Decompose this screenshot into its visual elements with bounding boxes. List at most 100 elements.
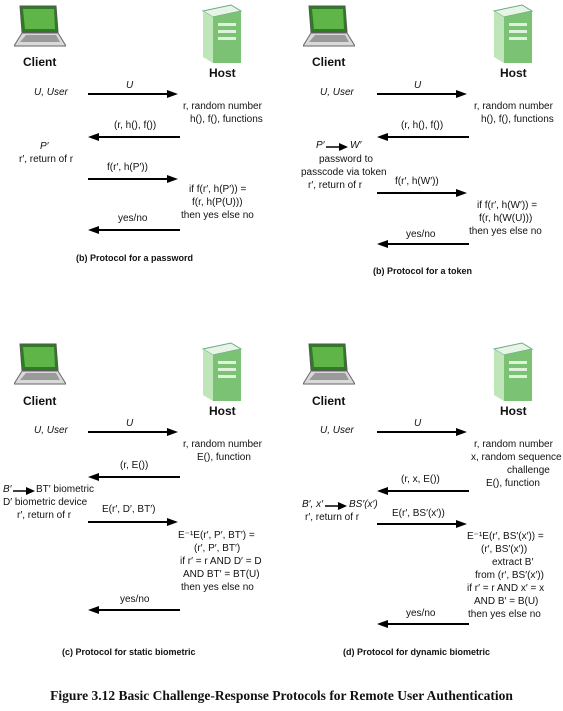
- server-icon: [492, 342, 534, 401]
- msg-response: E(r′, D′, BT′): [102, 504, 156, 515]
- client-return-r: r′, return of r: [308, 180, 363, 191]
- panel-dynamic-biometric: Client Host U, User B′, x′ BS′(x′) r′, r…: [281, 338, 562, 668]
- host-check-2: (r′, BS′(x′)): [481, 544, 528, 555]
- laptop-icon: [303, 343, 355, 385]
- panel-password: Client Host U, User P′ r′, return of r r…: [0, 0, 281, 330]
- host-check-3: extract B′: [492, 557, 534, 568]
- laptop-icon: [14, 343, 66, 385]
- client-return-r: r′, return of r: [17, 510, 72, 521]
- msg-challenge: (r, E()): [120, 460, 149, 471]
- host-label: Host: [500, 66, 527, 80]
- host-random-number: r, random number: [183, 439, 262, 450]
- host-check-5: then yes else no: [181, 582, 254, 593]
- arrow-right-icon: [377, 520, 467, 528]
- host-random-number: r, random number: [183, 101, 262, 112]
- client-passcode: passcode via token: [301, 167, 387, 178]
- client-user: U, User: [34, 87, 68, 98]
- host-random-sequence: x, random sequence: [471, 452, 562, 463]
- client-return-r: r′, return of r: [19, 154, 74, 165]
- client-bs-prime: BS′(x′): [349, 499, 378, 510]
- msg-response: E(r′, BS′(x′)): [392, 508, 445, 519]
- client-user: U, User: [320, 87, 354, 98]
- arrow-right-icon: [377, 90, 467, 98]
- host-check-4: AND BT′ = BT(U): [183, 569, 260, 580]
- host-check-7: then yes else no: [468, 609, 541, 620]
- msg-user: U: [126, 80, 134, 91]
- client-user: U, User: [34, 425, 68, 436]
- arrow-right-icon: [88, 175, 178, 183]
- client-w-prime: W′: [350, 140, 362, 151]
- panel-static-biometric: Client Host U, User B′ BT′ biometric D′ …: [0, 338, 281, 668]
- client-label: Client: [23, 55, 57, 69]
- client-bt-biometric: BT′ biometric: [36, 484, 94, 495]
- arrow-left-icon: [88, 606, 180, 614]
- server-icon: [201, 4, 243, 63]
- host-label: Host: [209, 66, 236, 80]
- host-check-3: then yes else no: [181, 210, 254, 221]
- panel-token: Client Host U, User P′ W′ password to pa…: [281, 0, 562, 330]
- arrow-right-icon: [325, 502, 347, 510]
- panel-caption: (b) Protocol for a password: [76, 253, 194, 263]
- host-check-2: (r′, P′, BT′): [194, 543, 241, 554]
- host-check-1: E⁻¹E(r′, P′, BT′) =: [178, 530, 255, 541]
- msg-challenge: (r, h(), f()): [114, 120, 157, 131]
- server-icon: [492, 4, 534, 63]
- msg-challenge: (r, x, E()): [401, 474, 440, 485]
- host-check-2: f(r, h(P(U))): [192, 197, 243, 208]
- msg-user: U: [414, 80, 422, 91]
- host-label: Host: [209, 404, 236, 418]
- arrow-right-icon: [88, 428, 178, 436]
- msg-user: U: [414, 418, 422, 429]
- client-p-prime: P′: [40, 141, 49, 152]
- figure-caption: Figure 3.12 Basic Challenge-Response Pro…: [50, 688, 513, 703]
- host-functions: h(), f(), functions: [481, 114, 554, 125]
- host-check-3: then yes else no: [469, 226, 542, 237]
- laptop-icon: [14, 5, 66, 47]
- laptop-icon: [303, 5, 355, 47]
- host-random-number: r, random number: [474, 439, 553, 450]
- host-check-1: if f(r′, h(P′)) =: [189, 184, 247, 195]
- arrow-left-icon: [88, 133, 180, 141]
- host-check-1: if f(r′, h(W′)) =: [477, 200, 538, 211]
- host-check-1: E⁻¹E(r′, BS′(x′)) =: [467, 531, 544, 542]
- arrow-right-icon: [377, 428, 467, 436]
- host-random-number: r, random number: [474, 101, 553, 112]
- arrow-left-icon: [377, 487, 469, 495]
- arrow-right-icon: [377, 189, 467, 197]
- client-user: U, User: [320, 425, 354, 436]
- msg-user: U: [126, 418, 134, 429]
- client-label: Client: [312, 55, 346, 69]
- msg-result: yes/no: [120, 594, 150, 605]
- arrow-left-icon: [377, 240, 469, 248]
- msg-result: yes/no: [406, 229, 436, 240]
- host-function: E(), function: [197, 452, 251, 463]
- msg-result: yes/no: [118, 213, 148, 224]
- arrow-left-icon: [88, 226, 180, 234]
- server-icon: [201, 342, 243, 401]
- host-challenge: challenge: [507, 465, 550, 476]
- client-device: D′ biometric device: [3, 497, 88, 508]
- client-b-x-prime: B′, x′: [302, 499, 323, 510]
- client-label: Client: [23, 394, 57, 408]
- arrow-right-icon: [326, 143, 348, 151]
- panel-caption: (c) Protocol for static biometric: [62, 647, 196, 657]
- client-b-prime: B′: [3, 484, 12, 495]
- host-label: Host: [500, 404, 527, 418]
- arrow-right-icon: [88, 90, 178, 98]
- arrow-right-icon: [13, 487, 35, 495]
- host-functions: h(), f(), functions: [190, 114, 263, 125]
- msg-result: yes/no: [406, 608, 436, 619]
- msg-response: f(r′, h(P′)): [107, 162, 148, 173]
- panel-caption: (b) Protocol for a token: [373, 266, 472, 276]
- panel-caption: (d) Protocol for dynamic biometric: [343, 647, 491, 657]
- host-function: E(), function: [486, 478, 540, 489]
- arrow-left-icon: [377, 133, 469, 141]
- arrow-left-icon: [88, 473, 180, 481]
- host-check-3: if r′ = r AND D′ = D: [180, 556, 262, 567]
- host-check-4: from (r′, BS′(x′)): [475, 570, 544, 581]
- msg-response: f(r′, h(W′)): [395, 176, 439, 187]
- msg-challenge: (r, h(), f()): [401, 120, 444, 131]
- client-password-to: password to: [319, 154, 373, 165]
- client-label: Client: [312, 394, 346, 408]
- client-p-prime: P′: [316, 140, 325, 151]
